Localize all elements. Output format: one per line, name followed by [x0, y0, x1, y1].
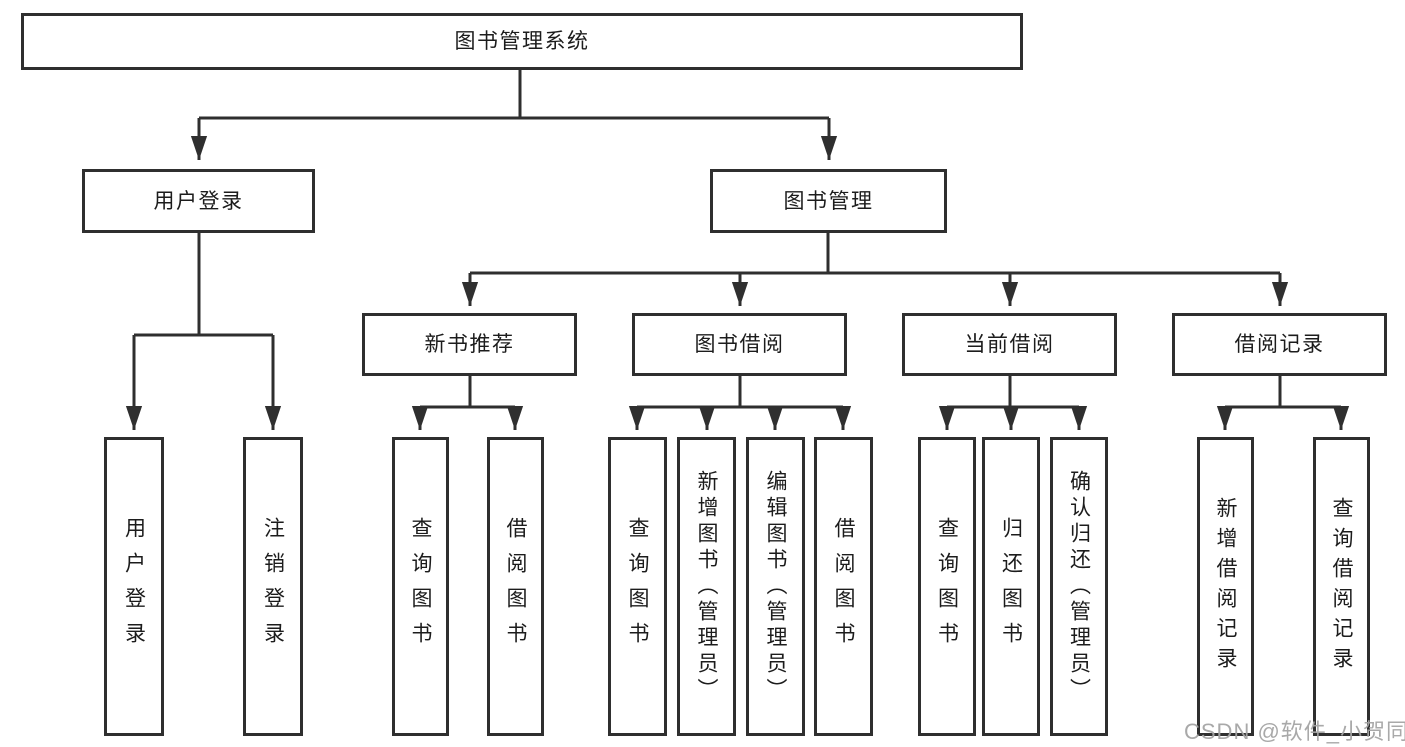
node-book-management: 图书管理	[710, 169, 947, 233]
leaf-user-login: 用户登录	[104, 437, 164, 736]
leaf-query-books-recommend: 查询图书	[392, 437, 449, 736]
node-root-library-system: 图书管理系统	[21, 13, 1023, 70]
leaf-borrow-books-recommend: 借阅图书	[487, 437, 544, 736]
leaf-query-books-borrow: 查询图书	[608, 437, 667, 736]
node-new-book-recommend: 新书推荐	[362, 313, 577, 376]
node-book-borrow: 图书借阅	[632, 313, 847, 376]
leaf-add-borrow-record: 新增借阅记录	[1197, 437, 1254, 736]
leaf-edit-books-admin: 编辑图书（管理员）	[746, 437, 805, 736]
node-current-borrow: 当前借阅	[902, 313, 1117, 376]
leaf-query-books-current: 查询图书	[918, 437, 976, 736]
csdn-watermark: CSDN @软件_小贺同学	[1184, 719, 1405, 744]
leaf-return-books: 归还图书	[982, 437, 1040, 736]
leaf-query-borrow-record: 查询借阅记录	[1313, 437, 1370, 736]
leaf-logout: 注销登录	[243, 437, 303, 736]
leaf-add-books-admin: 新增图书（管理员）	[677, 437, 736, 736]
node-borrow-records: 借阅记录	[1172, 313, 1387, 376]
node-user-login: 用户登录	[82, 169, 315, 233]
leaf-confirm-return-admin: 确认归还（管理员）	[1050, 437, 1108, 736]
leaf-borrow-books: 借阅图书	[814, 437, 873, 736]
